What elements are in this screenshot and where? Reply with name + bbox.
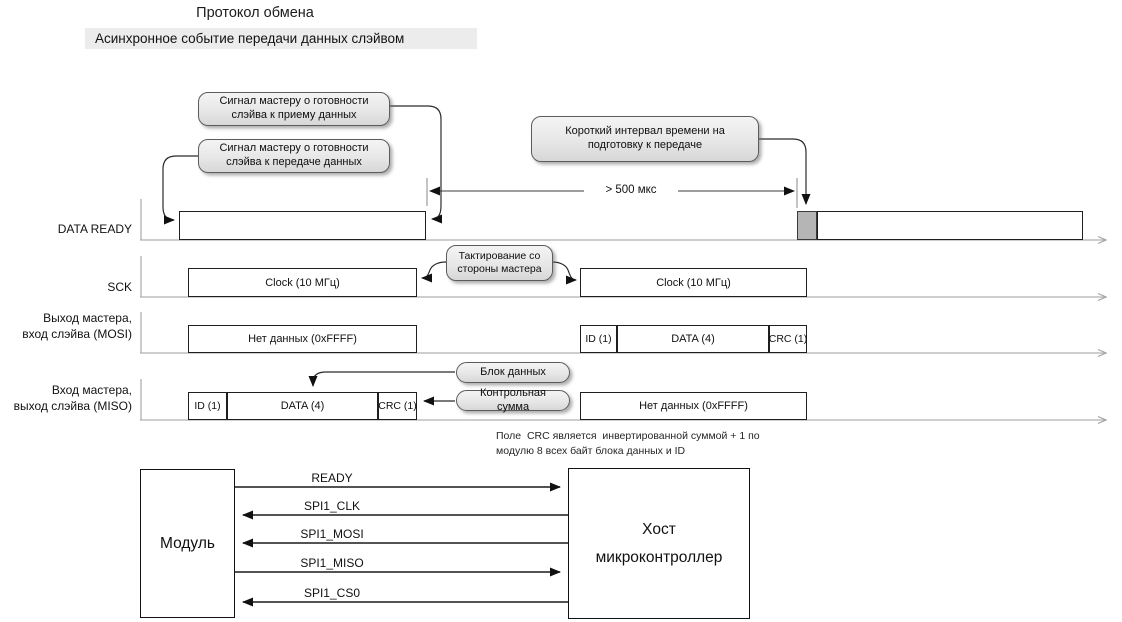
mosi-id-box: ID (1) (580, 325, 617, 353)
connector-short-interval (758, 138, 811, 205)
mosi-crc-box: CRC (1) (769, 325, 807, 353)
interval-label: > 500 мкс (584, 184, 678, 196)
connector-data-block (308, 371, 455, 387)
dimension-left-arrow (429, 186, 440, 196)
callout-ready-to-receive: Сигнал мастеру о готовности слэйва к при… (198, 92, 390, 126)
data-ready-pulse (179, 211, 426, 240)
signal-label-ready: READY (311, 471, 353, 485)
signal-label-spi1-cs0: SPI1_CS0 (303, 586, 361, 600)
mosi-no-data-box: Нет данных (0xFFFF) (188, 325, 417, 353)
crc-note: Поле CRC является инвертированной суммой… (496, 430, 760, 457)
data-ready-second-pulse (817, 211, 1083, 240)
page-title: Протокол обмена (196, 5, 314, 21)
mosi-data-box: DATA (4) (617, 325, 769, 353)
miso-no-data-box: Нет данных (0xFFFF) (580, 392, 807, 420)
miso-data-box: DATA (4) (227, 392, 378, 420)
row-label-data-ready: DATA READY (57, 222, 132, 236)
callout-ready-to-transmit: Сигнал мастеру о готовности слэйва к пер… (198, 139, 390, 173)
signal-label-spi1-clk: SPI1_CLK (303, 499, 361, 513)
callout-data-block: Блок данных (456, 362, 570, 383)
callout-master-clocking: Тактирование со стороны мастера (446, 245, 553, 281)
module-box: Модуль (140, 469, 235, 618)
sck-clock2-box: Clock (10 МГц) (580, 268, 807, 297)
host-box: Хост микроконтроллер (568, 468, 750, 619)
dimension-right-arrow (784, 186, 795, 196)
callout-short-interval: Короткий интервал времени на подготовку … (531, 116, 759, 162)
signal-label-spi1-mosi: SPI1_MOSI (300, 527, 364, 541)
row-label-miso: Вход мастера, выход слэйва (MISO) (13, 383, 132, 413)
sck-clock1-box: Clock (10 МГц) (188, 268, 417, 297)
row-label-sck: SCK (107, 280, 132, 294)
miso-id-box: ID (1) (188, 392, 227, 420)
callout-checksum: Контрольная сумма (456, 387, 570, 413)
connector-ready-to-receive (390, 105, 443, 224)
data-ready-prepare-gray-box (797, 211, 817, 240)
signal-label-spi1-miso: SPI1_MISO (300, 556, 364, 570)
connector-clocking-left (421, 261, 447, 283)
page-subtitle: Асинхронное событие передачи данных слэй… (85, 28, 477, 49)
row-label-mosi: Выход мастера, вход слэйва (MOSI) (22, 311, 132, 341)
connector-clocking-right (551, 261, 577, 285)
miso-crc-box: CRC (1) (378, 392, 417, 420)
